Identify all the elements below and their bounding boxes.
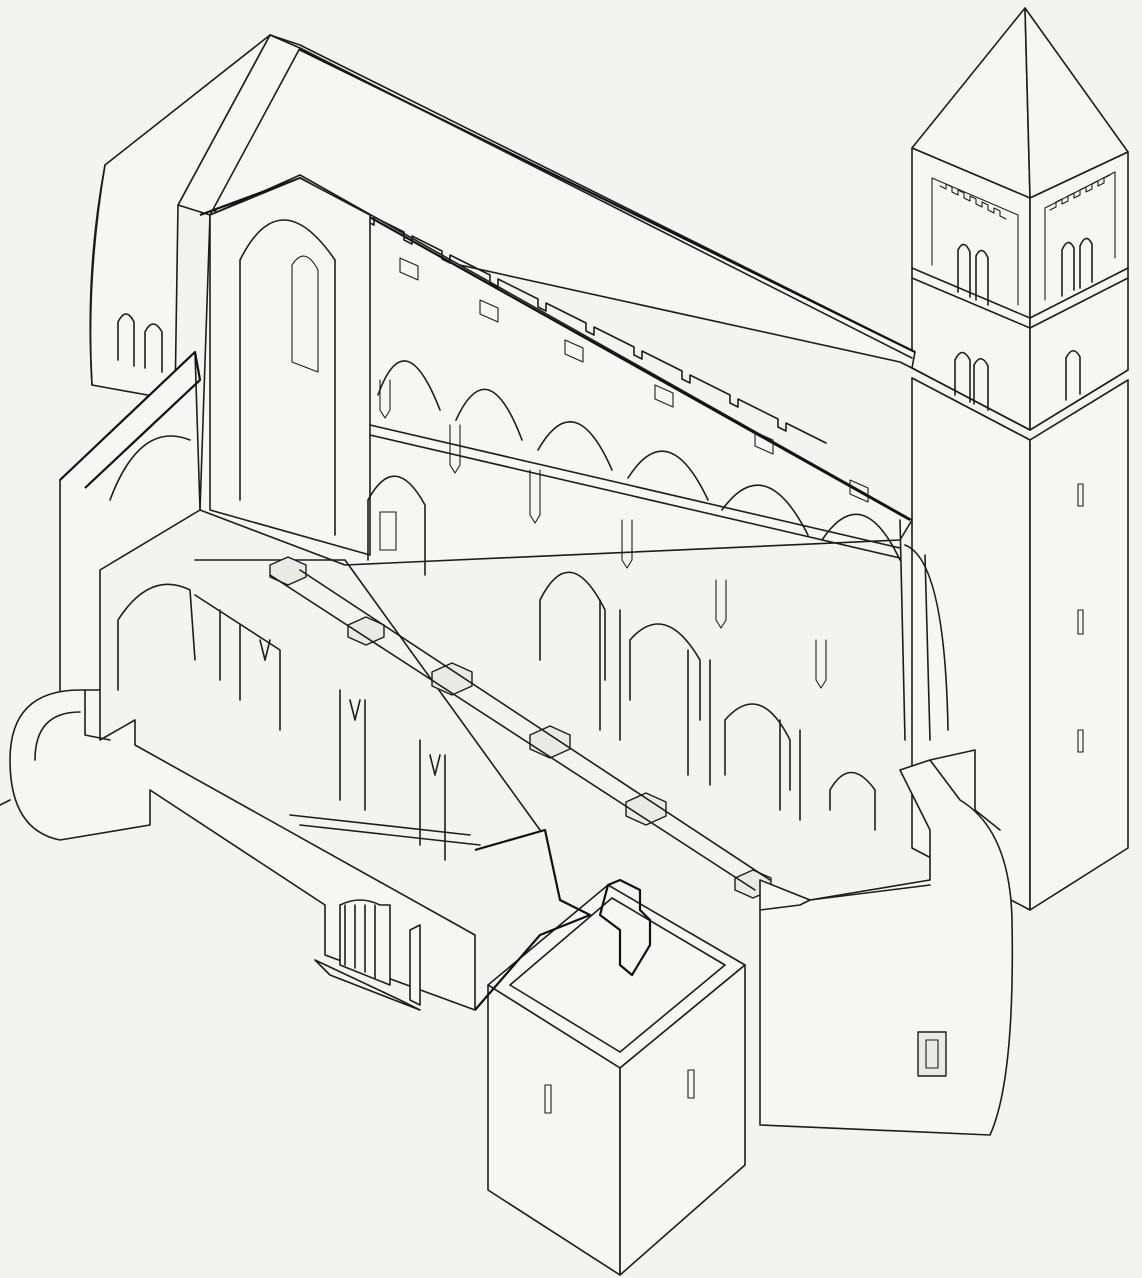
stylobate <box>269 569 771 891</box>
west-apse-base <box>9 689 476 1011</box>
corbel-drop-5 <box>715 579 727 629</box>
clerestory-window-6 <box>849 479 869 503</box>
aisle-cut-top <box>59 350 202 489</box>
porch-cut-wall <box>474 828 592 1011</box>
tower-corbels-left <box>939 183 1007 220</box>
porch-tower <box>474 828 746 1276</box>
gallery-arch-2 <box>455 388 523 441</box>
pier-base-4 <box>529 725 571 759</box>
east-respond <box>899 519 931 741</box>
porch-slit-window-right <box>687 1069 695 1099</box>
north-aisle <box>59 350 541 861</box>
tower-window-lower-left-a <box>954 351 971 403</box>
west-apse <box>89 34 271 401</box>
roof-edge <box>299 47 913 359</box>
tower-lower-right-face <box>1029 379 1129 911</box>
gallery-arch-3 <box>537 421 613 471</box>
aisle-vault-springers <box>259 639 441 776</box>
apse-window-1 <box>117 313 135 367</box>
tower-slit-window-1 <box>1077 483 1084 507</box>
tower-window-lower-right-a <box>1065 349 1081 401</box>
tower-corbel-frame-left <box>931 177 1019 306</box>
pier-base-1 <box>269 556 307 586</box>
tower-window-upper-right-b <box>1079 237 1093 289</box>
pier-1 <box>599 599 621 741</box>
east-drum-ledge <box>759 884 931 911</box>
gallery-arch-4 <box>627 450 709 501</box>
doorway-threshold <box>314 959 421 1011</box>
east-arch-curve <box>904 544 949 731</box>
aisle-step <box>289 814 481 846</box>
tower-string-course-1 <box>911 267 1129 319</box>
east-drum-top <box>929 749 1001 831</box>
east-drum <box>759 759 1014 1136</box>
nave-interior <box>199 174 949 831</box>
doorway-right-jamb <box>409 924 421 1006</box>
porch-top-inner <box>509 897 726 1053</box>
clerestory-window-4 <box>654 384 674 408</box>
tower-slit-window-2 <box>1077 609 1084 635</box>
clerestory-window-3 <box>564 339 584 363</box>
aisle-cut-wall <box>59 351 201 701</box>
pier-2 <box>687 649 711 786</box>
east-drum-window-inner <box>925 1039 939 1069</box>
corbel-drop-2 <box>449 424 461 474</box>
arcade-arch-1 <box>367 475 426 576</box>
arcade-arch-5 <box>829 771 876 831</box>
tower-window-upper-left-a <box>957 243 971 298</box>
tower-string-course-2 <box>911 367 1129 431</box>
porch-slit-window-left <box>544 1084 552 1114</box>
arcade-arch-4 <box>724 703 791 791</box>
tower-corbels-right <box>1049 174 1111 211</box>
clerestory-window-1 <box>399 257 419 281</box>
gallery-arch-5 <box>721 484 809 536</box>
west-apse-pier <box>84 689 111 741</box>
apse-curve <box>89 164 106 386</box>
arcade-arch-3 <box>629 623 701 721</box>
aisle-arch-upper <box>109 435 191 501</box>
porch-stair-cut <box>598 878 652 977</box>
west-apse-inner-curve <box>34 711 81 761</box>
gallery-arch-6 <box>821 513 901 561</box>
west-interior-wall <box>209 177 371 556</box>
aisle-lower-piers <box>339 689 446 861</box>
pier-base-5 <box>625 792 667 826</box>
corbel-drop-4 <box>621 519 633 569</box>
aisle-floor-edge <box>194 559 541 831</box>
small-door <box>379 511 397 551</box>
tower-window-upper-right-a <box>1061 241 1075 297</box>
aisle-arch-lower <box>117 583 196 691</box>
west-window <box>291 255 319 373</box>
corbel-drop-3 <box>529 469 541 524</box>
corbel-drop-6 <box>815 639 827 689</box>
east-drum-window <box>917 1031 947 1077</box>
bell-tower <box>911 7 1129 911</box>
pier-bases <box>269 556 772 899</box>
gallery-arch-1 <box>377 360 441 411</box>
tower-string-course-1b <box>911 277 1129 329</box>
pier-base-2 <box>347 616 385 646</box>
ground-tick <box>0 799 11 806</box>
gallery-string-course-b <box>369 434 901 559</box>
doorway-shafts <box>344 904 376 979</box>
arcade-arch-2 <box>539 571 606 681</box>
west-tall-arch <box>239 219 336 536</box>
tower-slit-window-3 <box>1077 729 1084 753</box>
tower-window-upper-left-b <box>975 249 989 306</box>
clerestory-window-5 <box>754 431 774 455</box>
pier-3 <box>779 719 801 821</box>
clerestory-window-2 <box>479 299 499 323</box>
doorway <box>314 899 421 1011</box>
corbel-drop-1 <box>379 379 391 419</box>
aisle-piers <box>194 594 281 731</box>
gallery-string-course <box>369 424 901 549</box>
porch-right-face <box>619 964 746 1276</box>
tower-window-lower-left-b <box>973 357 989 411</box>
apse-window-2 <box>144 323 163 373</box>
